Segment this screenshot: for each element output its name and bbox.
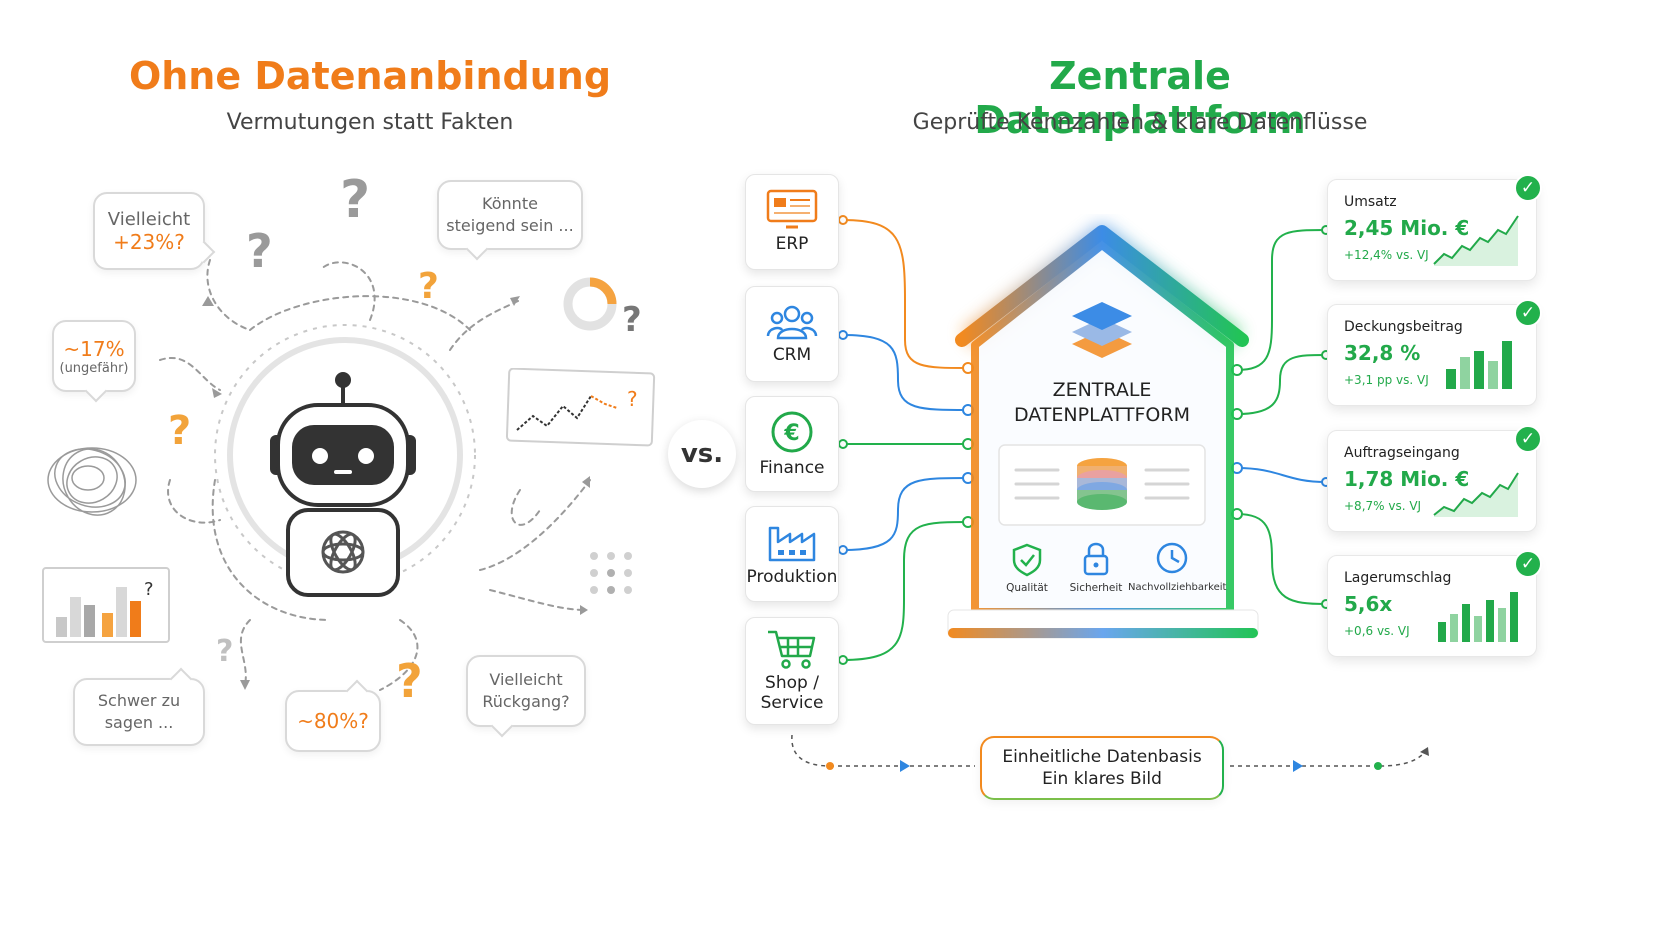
vs-badge: vs.: [668, 420, 736, 488]
euro-coin-icon: €: [771, 411, 813, 453]
check-icon: ✓: [1514, 550, 1542, 578]
question-mark: ?: [168, 408, 192, 454]
bubble-value: +23%?: [113, 229, 185, 254]
feature-traceability: Nachvollziehbarkeit: [1128, 582, 1227, 593]
right-title: Zentrale Datenplattform: [974, 54, 1306, 142]
bar-chart-card: ?: [42, 567, 170, 643]
question-mark: ?: [627, 387, 638, 411]
bubble-text: Könnte: [482, 193, 538, 213]
bubble-text: Vielleicht: [489, 669, 563, 689]
kpi-label: Umsatz: [1344, 194, 1397, 210]
kpi-auftragseingang[interactable]: Auftragseingang 1,78 Mio. € +8,7% vs. VJ…: [1327, 425, 1542, 532]
bubble-text: steigend sein ...: [446, 216, 574, 235]
question-mark: ?: [144, 579, 154, 600]
source-erp[interactable]: ERP: [745, 174, 839, 270]
bubble-koennte: Könnte steigend sein ...: [437, 180, 583, 261]
platform-title-line1: ZENTRALE: [1052, 379, 1152, 401]
kpi-change: +8,7% vs. VJ: [1344, 499, 1422, 513]
bubble-text: sagen ...: [104, 713, 174, 732]
kpi-label: Lagerumschlag: [1344, 570, 1452, 586]
kpi-value: 32,8 %: [1344, 341, 1421, 365]
bubble-rueckgang: Vielleicht Rückgang?: [466, 655, 586, 738]
bubble-text: Schwer zu: [97, 690, 181, 710]
right-subtitle: Geprüfte Kennzahlen & klare Datenflüsse: [912, 110, 1368, 135]
question-mark: ?: [396, 654, 423, 708]
check-icon: ✓: [1514, 174, 1542, 202]
feature-quality: Qualität: [1006, 582, 1048, 594]
check-icon: ✓: [1514, 299, 1542, 327]
kpi-lagerumschlag[interactable]: Lagerumschlag 5,6x +0,6 vs. VJ ✓: [1327, 550, 1542, 657]
bubble-text: (ungefähr): [59, 360, 129, 376]
kpi-value: 5,6x: [1344, 592, 1393, 616]
bubble-value: ~80%?: [297, 709, 369, 733]
kpi-label: Auftragseingang: [1344, 445, 1460, 461]
svg-text:€: €: [783, 421, 799, 446]
left-title: Ohne Datenanbindung: [128, 54, 612, 98]
question-mark: ?: [246, 224, 273, 278]
kpi-umsatz[interactable]: Umsatz 2,45 Mio. € +12,4% vs. VJ ✓: [1327, 174, 1542, 281]
bubble-text: Rückgang?: [482, 692, 570, 711]
kpi-deckungsbeitrag[interactable]: Deckungsbeitrag 32,8 % +3,1 pp vs. VJ ✓: [1327, 299, 1542, 406]
factory-icon: [768, 526, 816, 562]
line-chart-card: ?: [505, 368, 656, 447]
erp-monitor-icon: [766, 189, 818, 229]
bubble-vielleicht-23: Vielleicht +23%?: [93, 192, 216, 270]
platform-title: ZENTRALE DATENPLATTFORM: [1002, 378, 1202, 427]
feature-security: Sicherheit: [1069, 582, 1123, 594]
robot-icon: [270, 372, 416, 597]
kpi-change: +0,6 vs. VJ: [1344, 624, 1410, 638]
source-label-line2: Service: [760, 693, 824, 713]
footer-pill: Einheitliche Datenbasis Ein klares Bild: [980, 736, 1224, 800]
bubble-text: Vielleicht: [107, 208, 191, 230]
bar-chart-icon: [1446, 341, 1512, 389]
question-mark: ?: [340, 170, 371, 230]
scribble-icon: [47, 447, 137, 516]
source-label-line1: Shop /: [765, 673, 819, 694]
platform-title-line2: DATENPLATTFORM: [1013, 403, 1190, 426]
kpi-value: 1,78 Mio. €: [1344, 467, 1470, 491]
question-mark: ?: [216, 634, 234, 669]
source-produktion[interactable]: Produktion: [745, 506, 839, 602]
kpi-change: +3,1 pp vs. VJ: [1344, 373, 1429, 387]
source-label: Produktion: [746, 567, 838, 588]
source-finance[interactable]: € Finance: [745, 396, 839, 492]
bubble-17: ~17% (ungefähr): [52, 320, 136, 403]
bubble-schwer: Schwer zu sagen ...: [73, 667, 205, 746]
left-subtitle: Vermutungen statt Fakten: [226, 110, 514, 135]
footer-line2: Ein klares Bild: [1042, 769, 1162, 789]
source-label: CRM: [772, 345, 812, 366]
source-label: Finance: [759, 458, 825, 479]
bubble-80: ~80%?: [285, 679, 381, 752]
footer-line1: Einheitliche Datenbasis: [1002, 746, 1202, 767]
bar-chart-icon: [1438, 592, 1518, 642]
question-mark: ?: [622, 300, 642, 340]
check-icon: ✓: [1514, 425, 1542, 453]
trend-line-icon: [1433, 215, 1519, 266]
source-shop-service[interactable]: Shop / Service: [745, 617, 839, 725]
kpi-label: Deckungsbeitrag: [1344, 319, 1463, 335]
source-crm[interactable]: CRM: [745, 286, 839, 382]
kpi-value: 2,45 Mio. €: [1344, 216, 1470, 240]
kpi-change: +12,4% vs. VJ: [1344, 248, 1429, 262]
donut-chart-icon: [563, 277, 617, 331]
trend-line-icon: [1433, 472, 1519, 517]
bubble-value: ~17%: [63, 336, 125, 361]
dots-icon: [590, 552, 632, 594]
source-label: ERP: [775, 234, 809, 255]
shopping-cart-icon: [768, 631, 816, 670]
question-mark: ?: [418, 266, 439, 307]
users-icon: [766, 305, 818, 340]
